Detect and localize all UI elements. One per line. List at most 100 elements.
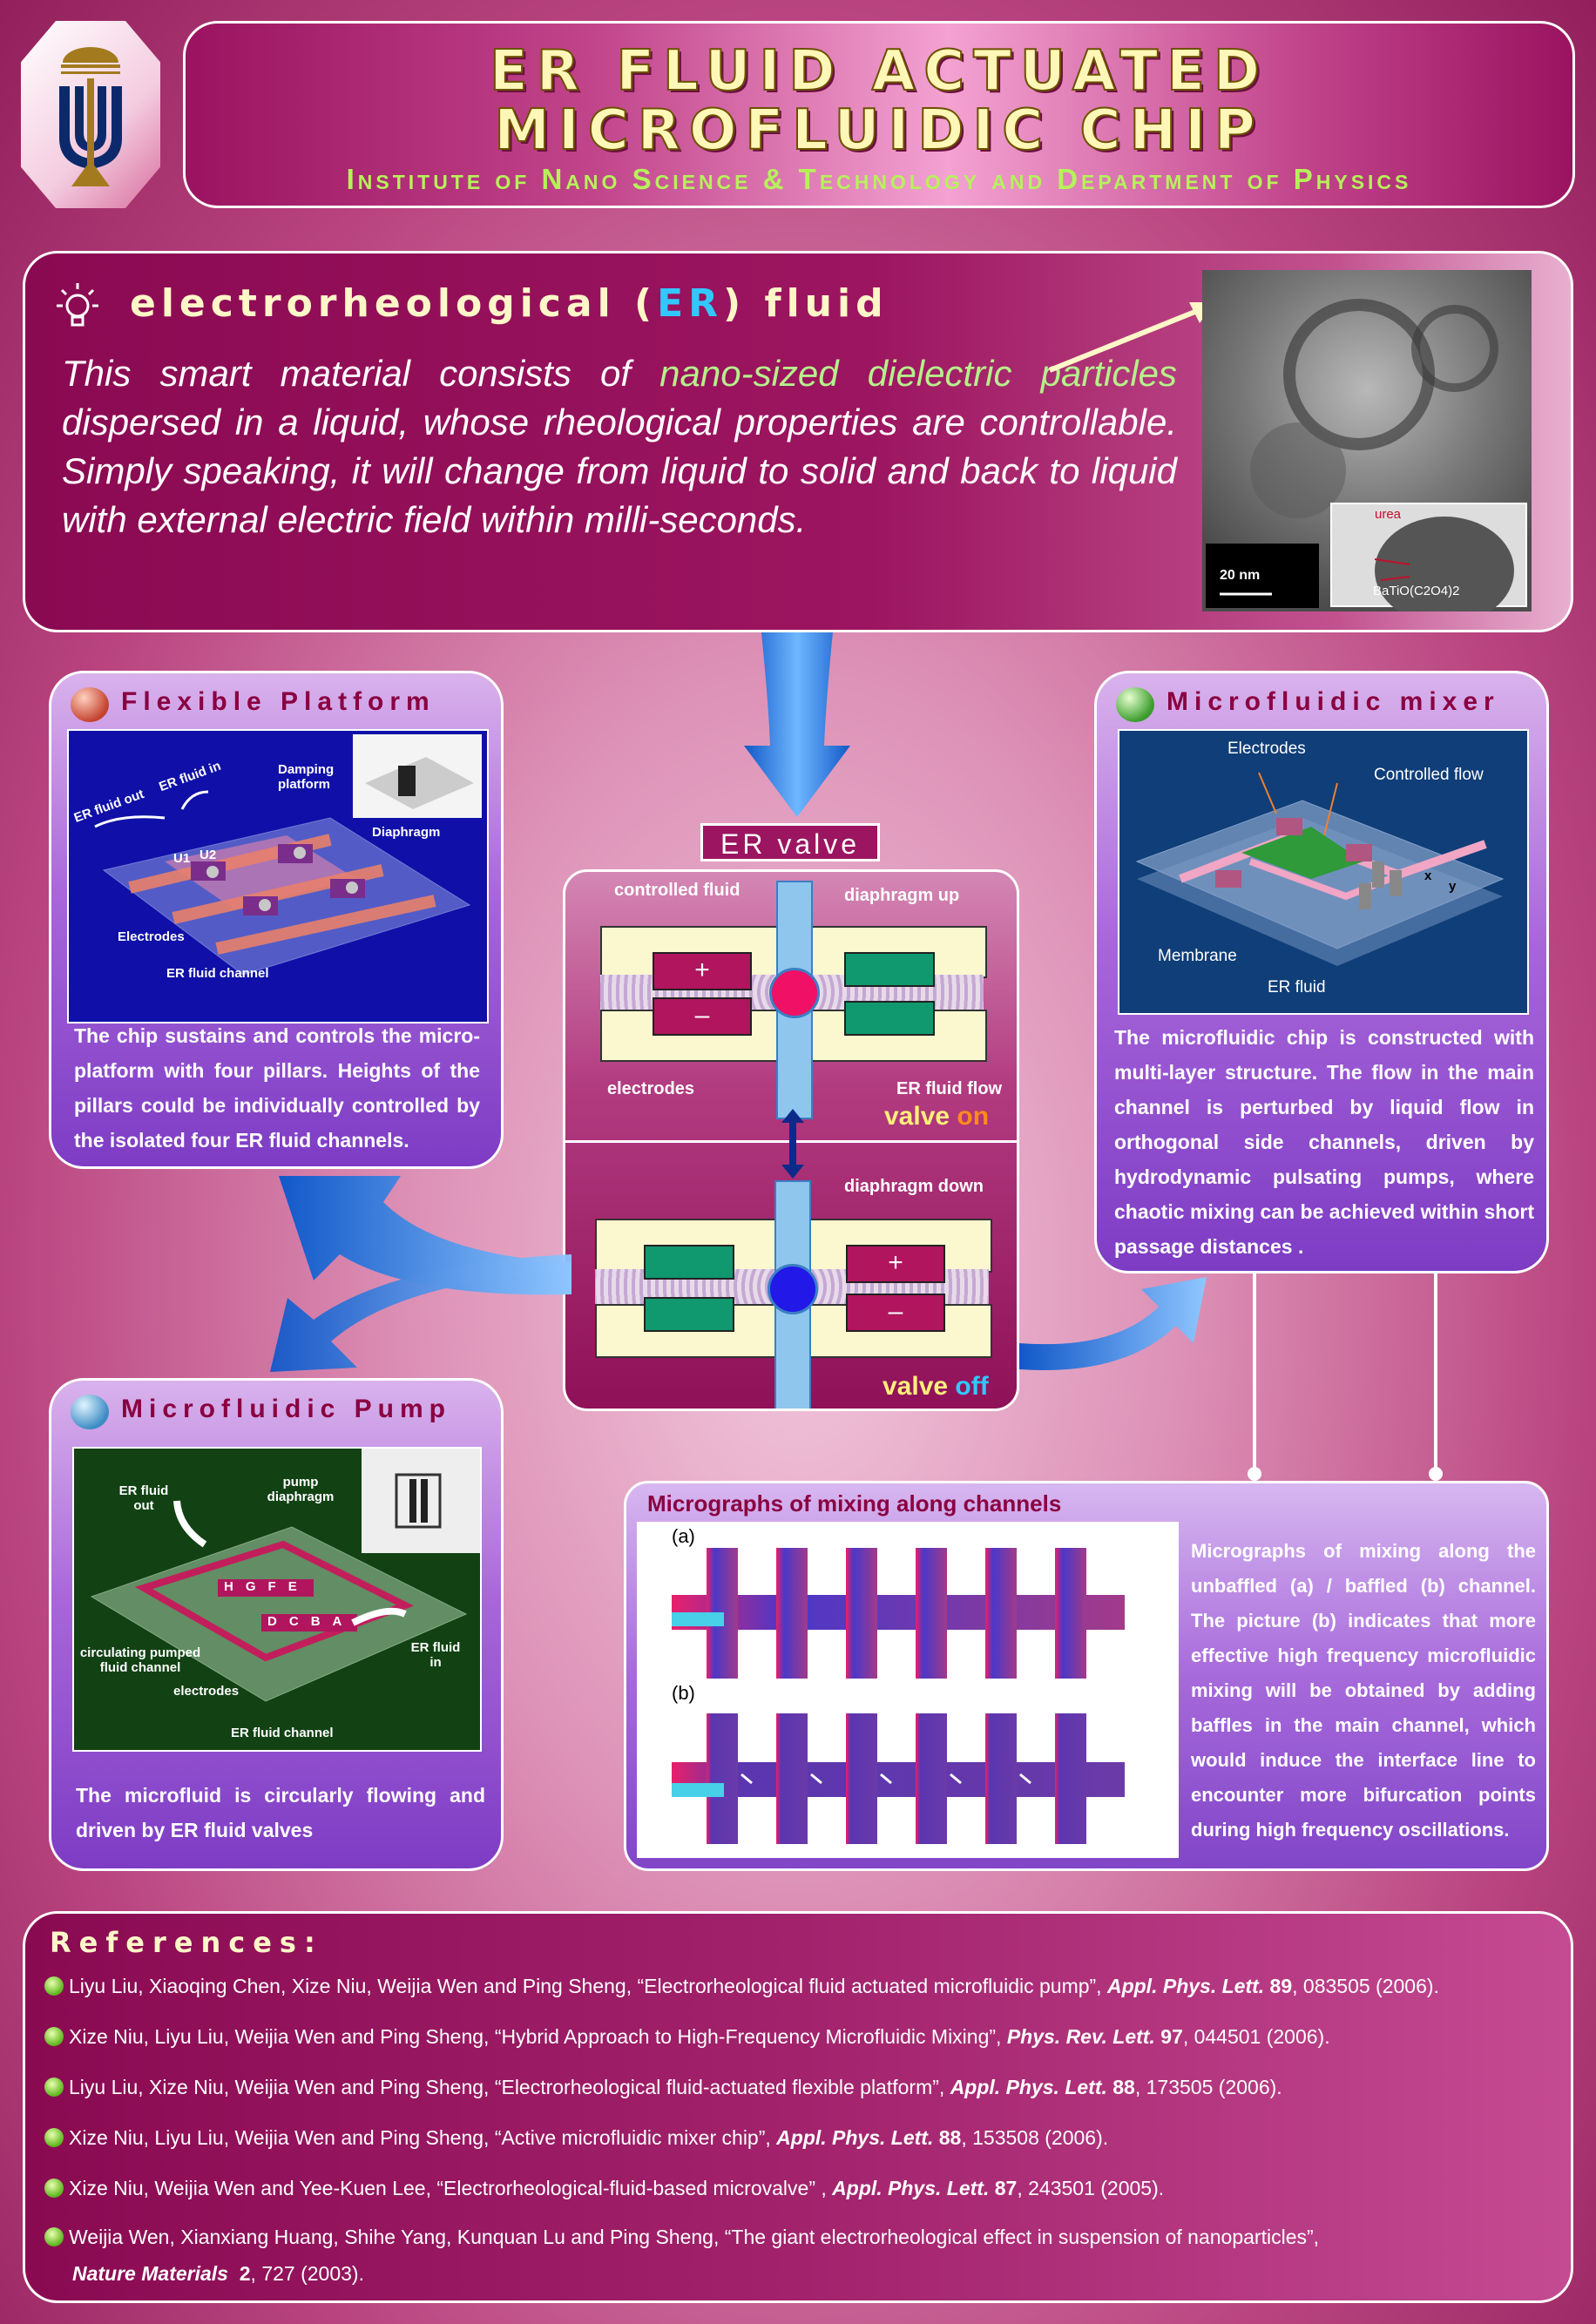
- electrode-green-bottom-off: [644, 1297, 734, 1332]
- channel-label: ER fluid channel: [166, 966, 269, 981]
- curved-arrow-right-icon: [1019, 1277, 1207, 1370]
- mixer-er-fluid-label: ER fluid: [1268, 978, 1326, 996]
- flexible-platform-figure: ER fluid out ER fluid in Damping platfor…: [67, 729, 489, 1024]
- reference-item-continued: Nature Materials 2, 727 (2003).: [72, 2262, 364, 2285]
- urea-label: urea: [1375, 507, 1402, 522]
- curved-arrows-left-icon: [270, 1176, 571, 1372]
- valve-letters-top: HGFE: [224, 1579, 309, 1594]
- reference-item: Xize Niu, Liyu Liu, Weijia Wen and Ping …: [44, 2123, 1108, 2152]
- valve-panel: + – controlled fluid diaphragm up electr…: [563, 869, 1019, 1411]
- electrode-green-top: [844, 952, 935, 987]
- valve-on-label: valve on: [884, 1102, 990, 1131]
- diaphragm-up-icon: [769, 968, 820, 1018]
- valve-letters-bottom: DCBA: [267, 1614, 355, 1629]
- particle-label: BaTiO(C2O4)2: [1373, 584, 1460, 598]
- flexible-platform-text: The chip sustains and controls the micro…: [74, 1024, 480, 1152]
- er-heading: electrorheological (ER) fluid: [130, 281, 889, 326]
- mixer-panel: Microfluidic mixer Electrodes Controlled…: [1094, 671, 1549, 1273]
- pump-diaphragm-label: pump diaphragm: [267, 1475, 335, 1504]
- flexible-platform-panel: Flexible Platform ER fluid out ER fluid …: [49, 671, 504, 1169]
- mixing-channels-image: [672, 1548, 1125, 1844]
- mixer-figure: Electrodes Controlled flow Membrane ER f…: [1118, 729, 1529, 1015]
- electrode-minus-off: –: [846, 1294, 945, 1332]
- micrographs-panel: Micrographs of mixing along channels: [624, 1481, 1549, 1871]
- electrode-minus: –: [653, 997, 752, 1036]
- mixer-text: The microfluidic chip is constructed wit…: [1114, 1026, 1534, 1258]
- mixer-electrodes-label: Electrodes: [1227, 740, 1306, 758]
- electrode-green-top-off: [644, 1245, 734, 1280]
- pump-panel: Microfluidic Pump ER fluid out pump diap…: [49, 1378, 504, 1871]
- bullet-icon: [44, 2179, 64, 2198]
- green-ball-icon: [1116, 687, 1154, 722]
- mixer-diagram: [1135, 772, 1505, 966]
- references-heading: References:: [50, 1926, 323, 1959]
- double-arrow-icon: [781, 1109, 804, 1179]
- pump-er-fluid-out-label: ER fluid out: [118, 1483, 169, 1513]
- label-a: (a): [672, 1525, 695, 1547]
- electrode-green-bottom: [844, 1001, 935, 1036]
- connector-dot: [1248, 1467, 1261, 1481]
- title-banner: ER FLUID ACTUATED MICROFLUIDIC CHIP Inst…: [183, 21, 1575, 208]
- blue-ball-icon: [71, 1395, 109, 1429]
- bullet-icon: [44, 2027, 64, 2046]
- scale-label: 20 nm: [1220, 568, 1261, 583]
- references-panel: References: Liyu Liu, Xiaoqing Chen, Xiz…: [23, 1911, 1573, 2303]
- tem-micrograph: 20 nm urea BaTiO(C2O4)2: [1202, 270, 1532, 611]
- reference-item: Xize Niu, Liyu Liu, Weijia Wen and Ping …: [44, 2022, 1330, 2051]
- poster-title-line2: MICROFLUIDIC CHIP: [493, 98, 1264, 164]
- lightbulb-icon: [57, 283, 98, 327]
- logo-emblem-icon: [59, 47, 122, 186]
- micrographs-title: Micrographs of mixing along channels: [647, 1490, 1062, 1517]
- red-ball-icon: [71, 687, 109, 722]
- reference-item: Liyu Liu, Xize Niu, Weijia Wen and Ping …: [44, 2072, 1282, 2102]
- connector-line: [1434, 1273, 1437, 1474]
- university-logo: [21, 21, 160, 208]
- poster-title-line1: ER FLUID ACTUATED: [489, 38, 1268, 105]
- micrographs-text: Micrographs of mixing along the unbaffle…: [1191, 1540, 1536, 1841]
- er-description: This smart material consists of nano-siz…: [62, 353, 1178, 540]
- reference-item: Liyu Liu, Xiaoqing Chen, Xize Niu, Weiji…: [44, 1971, 1439, 2001]
- electrode-plus-off: +: [846, 1245, 945, 1283]
- y-axis-label: y: [1449, 879, 1457, 894]
- u2-label: U2: [200, 848, 217, 862]
- pump-er-fluid-in-label: ER fluid in: [410, 1640, 461, 1670]
- valve-label: ER valve: [700, 823, 880, 861]
- valve-off-label: valve off: [883, 1372, 989, 1401]
- electrodes-label: Electrodes: [118, 929, 185, 944]
- connector-line: [1253, 1273, 1256, 1474]
- platform-diagram: [94, 734, 482, 976]
- u1-label: U1: [173, 851, 191, 866]
- down-arrow-icon: [744, 632, 850, 817]
- pump-title: Microfluidic Pump: [121, 1395, 452, 1423]
- pump-figure: ER fluid out pump diaphragm circulating …: [72, 1447, 482, 1752]
- electrode-plus: +: [653, 952, 752, 990]
- mixer-title: Microfluidic mixer: [1167, 687, 1500, 716]
- electrodes-label: electrodes: [607, 1079, 695, 1098]
- connector-dot: [1429, 1467, 1443, 1481]
- reference-item: Weijia Wen, Xianxiang Huang, Shihe Yang,…: [44, 2222, 1319, 2252]
- bullet-icon: [44, 2077, 64, 2097]
- circulating-label: circulating pumped fluid channel: [79, 1645, 201, 1675]
- bullet-icon: [44, 1976, 64, 1996]
- pump-text: The microfluid is circularly flowing and…: [76, 1784, 485, 1841]
- micrograph-images: (a) (b): [637, 1522, 1179, 1858]
- controlled-flow-label: Controlled flow: [1374, 766, 1484, 784]
- bullet-icon: [44, 2128, 64, 2147]
- diaphragm-down-icon: [768, 1264, 818, 1314]
- pump-channel-label: ER fluid channel: [231, 1726, 334, 1740]
- er-fluid-flow-label: ER fluid flow: [896, 1079, 1003, 1098]
- reference-item: Xize Niu, Weijia Wen and Yee-Kuen Lee, “…: [44, 2173, 1164, 2203]
- membrane-label: Membrane: [1158, 947, 1237, 965]
- bullet-icon: [44, 2227, 64, 2246]
- diaphragm-label: Diaphragm: [372, 825, 441, 840]
- particle-image: [1206, 299, 1527, 611]
- diaphragm-up-label: diaphragm up: [844, 886, 960, 905]
- label-b: (b): [672, 1682, 695, 1704]
- flexible-platform-title: Flexible Platform: [121, 687, 436, 716]
- pointer-arrow-icon: [1048, 302, 1215, 373]
- x-axis-label: x: [1424, 868, 1432, 883]
- pump-electrodes-label: electrodes: [173, 1684, 240, 1699]
- diaphragm-down-label: diaphragm down: [844, 1177, 984, 1196]
- damping-label: Damping platform: [278, 762, 335, 792]
- poster-subtitle: Institute of Nano Science & Technology a…: [346, 163, 1412, 195]
